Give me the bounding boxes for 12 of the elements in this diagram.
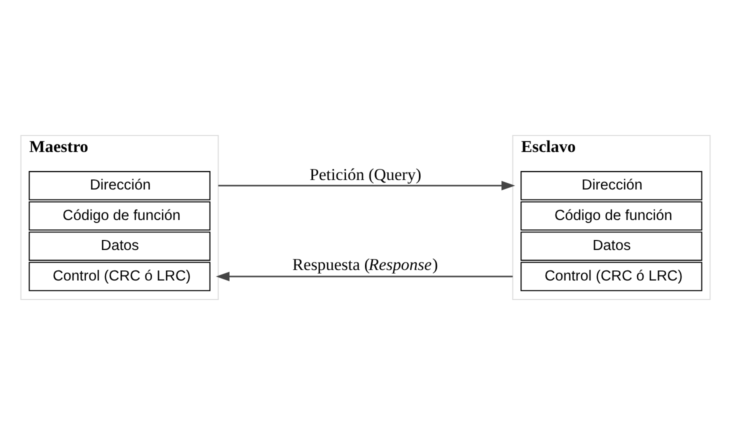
node-box: Control (CRC ó LRC)	[28, 261, 210, 291]
node-box: Código de función	[520, 200, 702, 230]
arrow	[218, 180, 516, 190]
node-box: Datos	[28, 231, 210, 260]
node-box: Dirección	[28, 170, 210, 200]
edge-label: Petición (Query)	[310, 164, 422, 184]
node-box: Datos	[520, 231, 702, 260]
edge-label: Respuesta (Response)	[292, 254, 438, 274]
node-box: Control (CRC ó LRC)	[520, 261, 702, 291]
node-box: Código de función	[28, 200, 210, 230]
node-box: Dirección	[520, 170, 702, 200]
arrow	[216, 271, 513, 281]
